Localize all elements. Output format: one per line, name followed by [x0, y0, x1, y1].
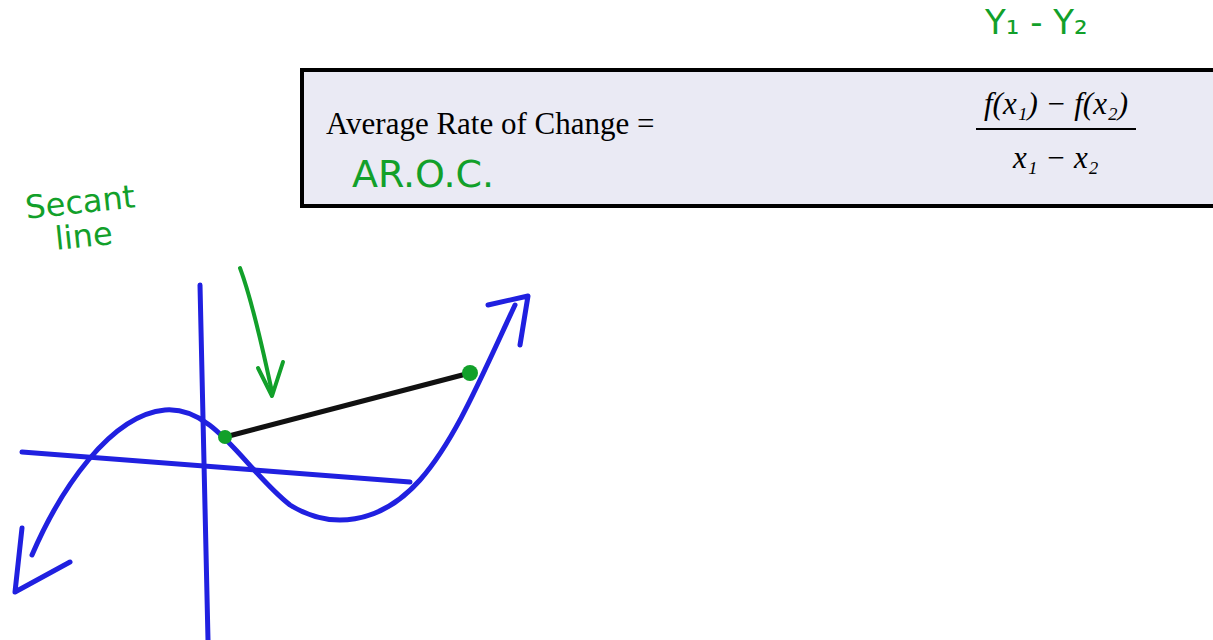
curve-arrowhead [15, 528, 70, 592]
formula-box: Average Rate of Change = f(x₁) − f(x₂) x₁ … [300, 68, 1213, 208]
formula-label: Average Rate of Change = [326, 106, 655, 142]
cubic-curve [32, 305, 515, 555]
abbreviation: AR.O.C. [352, 152, 494, 196]
fraction-denominator: x₁ − x₂ [1013, 140, 1099, 176]
fraction-numerator: f(x₁) − f(x₂) [984, 86, 1128, 122]
curve-arrowhead [488, 296, 528, 345]
leader-arrow [240, 268, 272, 392]
handwritten-note: Secant line [9, 179, 155, 260]
handwritten-note: Y₁ - Y₂ [985, 2, 1088, 42]
leader-arrowhead [258, 362, 283, 396]
fraction-bar [976, 128, 1136, 130]
point-dot [218, 430, 232, 444]
y-axis [200, 285, 208, 640]
point-dot [462, 365, 478, 381]
secant-line [225, 373, 470, 437]
